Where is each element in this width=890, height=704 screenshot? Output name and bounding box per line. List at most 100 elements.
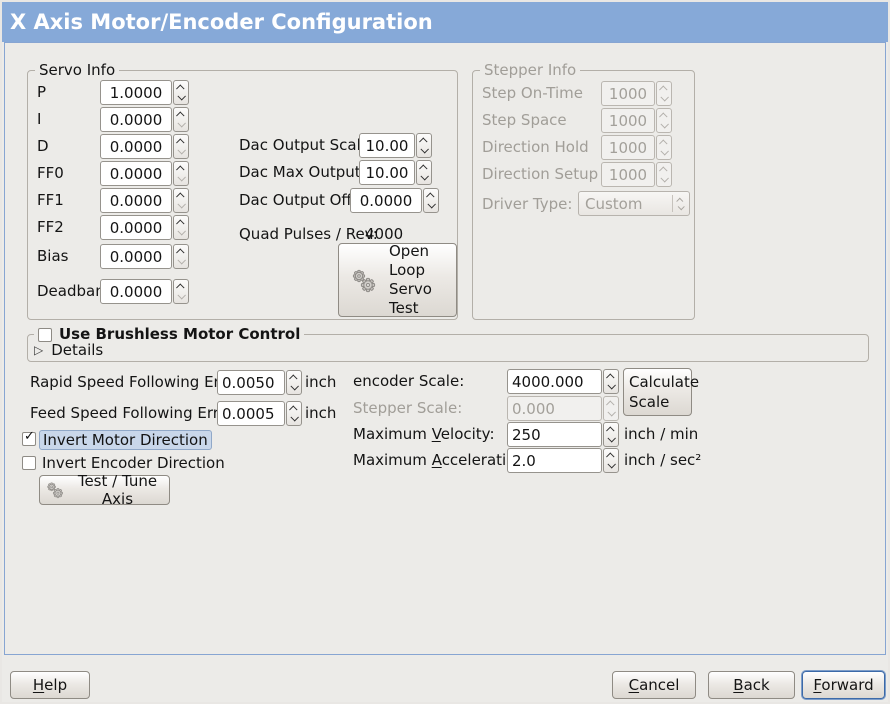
test-tune-axis-button[interactable]: Test / Tune Axis [39,472,170,508]
feed-following-error-input[interactable] [217,401,285,426]
cancel-button[interactable]: Cancel [612,671,696,699]
spin-buttons[interactable] [173,279,189,304]
maximum-acceleration-input[interactable] [507,448,602,473]
spin-down-icon[interactable] [290,382,299,391]
maximum-velocity-input[interactable] [507,422,602,447]
spin-buttons[interactable] [173,244,189,269]
driver-type-combobox: Custom [578,191,690,216]
servo-param-label: D [37,137,49,155]
invert-encoder-checkbox[interactable] [22,456,36,470]
back-button[interactable]: Back [708,671,795,699]
spin-down-icon[interactable] [427,200,436,209]
encoder-scale-spinbox[interactable] [507,369,619,394]
maximum-velocity-spinbox[interactable] [507,422,619,447]
maximum-velocity-label: Maximum Velocity: [353,425,495,443]
dac-output-offset-spinbox[interactable] [350,188,439,213]
spin-buttons[interactable] [173,188,189,213]
encoder-scale-input[interactable] [507,369,602,394]
spin-down-icon[interactable] [177,119,186,128]
deadband-input[interactable] [100,279,172,304]
stepper-scale-label: Stepper Scale: [353,399,463,417]
open-loop-test-label: Open Loop Servo Test [389,241,432,318]
rapid-following-error-spinbox[interactable] [217,370,302,395]
dac-max-output-input[interactable] [359,160,415,185]
spin-buttons[interactable] [416,160,432,185]
spin-buttons[interactable] [603,422,619,447]
spin-buttons[interactable] [286,401,302,426]
page-title: X Axis Motor/Encoder Configuration [2,2,888,42]
spin-buttons[interactable] [173,80,189,105]
spin-down-icon[interactable] [177,92,186,101]
spin-buttons[interactable] [416,133,432,158]
spin-buttons[interactable] [173,215,189,240]
d-input[interactable] [100,134,172,159]
spin-buttons [656,162,672,187]
details-label: Details [51,341,104,359]
i-spinbox[interactable] [100,107,189,132]
spin-buttons [656,81,672,106]
expander-arrow-icon[interactable]: ▷ [34,343,44,357]
direction-hold-input [601,135,655,160]
p-spinbox[interactable] [100,80,189,105]
d-spinbox[interactable] [100,134,189,159]
ff0-input[interactable] [100,161,172,186]
spin-down-icon[interactable] [177,291,186,300]
combo-arrows-icon [676,197,685,210]
invert-motor-label[interactable]: Invert Motor Direction [39,430,212,450]
forward-button[interactable]: Forward [802,671,885,699]
feed-following-error-label: Feed Speed Following Error: [30,404,239,422]
spin-buttons[interactable] [603,448,619,473]
spin-down-icon[interactable] [177,256,186,265]
spin-down-icon[interactable] [607,460,616,469]
deadband-spinbox[interactable] [100,279,189,304]
feed-following-error-unit: inch [305,404,337,422]
stepper-info-legend: Stepper Info [480,61,581,80]
spin-down-icon[interactable] [607,381,616,390]
step-space-label: Step Space [482,111,567,129]
spin-down-icon[interactable] [177,200,186,209]
spin-buttons[interactable] [173,107,189,132]
servo-param-label: Bias [37,247,69,265]
spin-buttons[interactable] [603,369,619,394]
use-brushless-checkbox[interactable] [38,327,52,342]
spin-down-icon[interactable] [420,145,429,154]
maximum-acceleration-spinbox[interactable] [507,448,619,473]
spin-buttons [656,135,672,160]
spin-buttons[interactable] [173,161,189,186]
ff0-spinbox[interactable] [100,161,189,186]
forward-label: Forward [813,676,874,694]
spin-buttons [656,108,672,133]
rapid-following-error-input[interactable] [217,370,285,395]
calculate-scale-button[interactable]: Calculate Scale [623,368,699,416]
invert-encoder-label[interactable]: Invert Encoder Direction [42,454,225,472]
direction-hold-label: Direction Hold [482,138,589,156]
feed-following-error-spinbox[interactable] [217,401,302,426]
ff1-spinbox[interactable] [100,188,189,213]
ff2-input[interactable] [100,215,172,240]
bias-input[interactable] [100,244,172,269]
open-loop-test-button[interactable]: Open Loop Servo Test [338,241,457,318]
spin-down-icon[interactable] [177,146,186,155]
spin-down-icon [607,408,616,417]
dac-output-offset-input[interactable] [350,188,422,213]
spin-down-icon[interactable] [177,227,186,236]
dac-output-scale-input[interactable] [359,133,415,158]
dac-max-output-spinbox[interactable] [359,160,432,185]
spin-down-icon[interactable] [607,434,616,443]
dac-output-scale-spinbox[interactable] [359,133,432,158]
ff1-input[interactable] [100,188,172,213]
spin-buttons[interactable] [173,134,189,159]
i-input[interactable] [100,107,172,132]
spin-down-icon[interactable] [290,413,299,422]
spin-buttons[interactable] [423,188,439,213]
step-on-time-spinbox [601,81,672,106]
help-button[interactable]: Help [10,671,90,699]
bias-spinbox[interactable] [100,244,189,269]
p-input[interactable] [100,80,172,105]
spin-down-icon[interactable] [420,172,429,181]
spin-down-icon[interactable] [177,173,186,182]
spin-buttons[interactable] [286,370,302,395]
details-expander[interactable]: ▷ Details [34,341,103,359]
invert-motor-checkbox[interactable]: ✓ [22,429,36,446]
ff2-spinbox[interactable] [100,215,189,240]
